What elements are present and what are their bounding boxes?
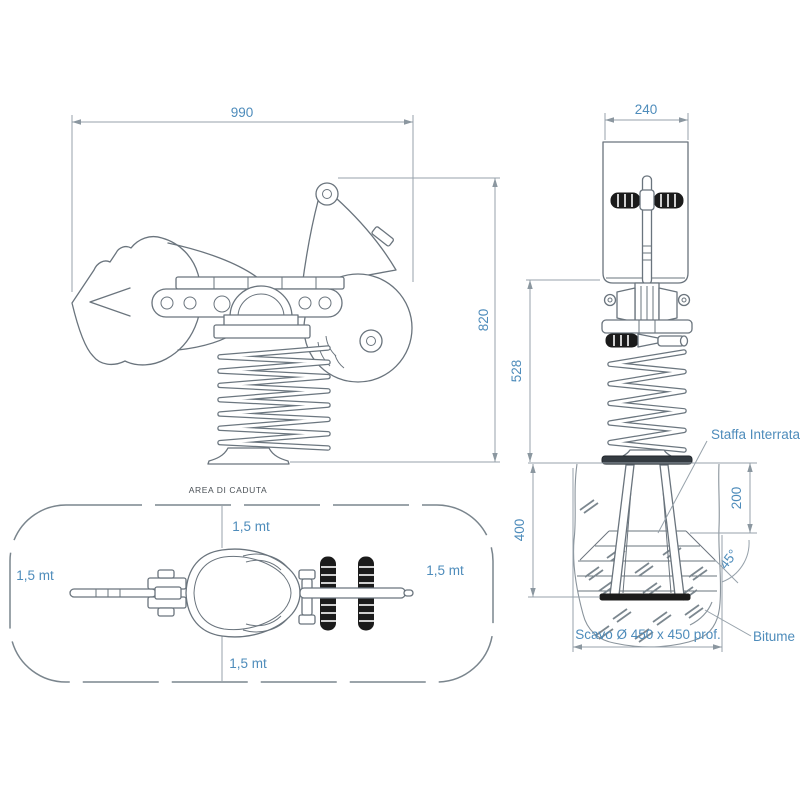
front-view-528-dimension: 528	[509, 279, 600, 462]
dim-528-label: 528	[509, 360, 524, 383]
side-view-width-dimension: 990	[71, 105, 414, 292]
dim-200-label: 200	[729, 487, 744, 510]
spring-side	[207, 345, 331, 465]
footrest-front	[605, 333, 689, 348]
clearance-bottom-label: 1,5 mt	[229, 656, 267, 671]
side-view-height-dimension: 820	[290, 177, 500, 463]
scavo-dimension: Scavo Ø 450 x 450 prof.	[572, 468, 723, 652]
fall-area-boundary	[9, 504, 494, 683]
buried-bracket-legs	[599, 464, 691, 601]
spring-bracket-side	[213, 285, 311, 339]
excavation-pit	[573, 463, 722, 648]
bitume-label: Bitume	[753, 629, 795, 644]
scavo-label: Scavo Ø 450 x 450 prof.	[575, 627, 721, 642]
front-view-200-dimension: 200	[690, 463, 757, 534]
area-di-caduta-title: AREA DI CADUTA	[189, 485, 268, 495]
front-fairing-side	[301, 182, 397, 288]
staffa-interrata-callout: Staffa Interrata	[657, 427, 800, 534]
dim-820-label: 820	[476, 309, 491, 332]
dim-990-label: 990	[231, 105, 254, 120]
front-view-400-dimension: 400	[512, 464, 600, 598]
handlebar-front	[610, 175, 684, 285]
clearance-dimensions: 1,5 mt 1,5 mt 1,5 mt 1,5 mt	[16, 506, 464, 681]
staffa-interrata-label: Staffa Interrata	[711, 427, 800, 442]
clearance-top-label: 1,5 mt	[232, 519, 270, 534]
front-view-width-dimension: 240	[604, 102, 689, 140]
machine-top-view	[69, 548, 414, 638]
dim-400-label: 400	[512, 519, 527, 542]
dim-240-label: 240	[635, 102, 658, 117]
spring-front	[601, 349, 693, 465]
top-view: AREA DI CADUTA 1,5 mt 1,5 mt 1,5 mt 1,5 …	[9, 485, 494, 683]
front-view: 240	[509, 102, 800, 652]
clearance-right-label: 1,5 mt	[426, 563, 464, 578]
clamp-assembly-front	[601, 282, 693, 334]
bitume-callout: Bitume	[704, 609, 795, 644]
side-view: 990 820	[71, 105, 500, 465]
clearance-left-label: 1,5 mt	[16, 568, 54, 583]
